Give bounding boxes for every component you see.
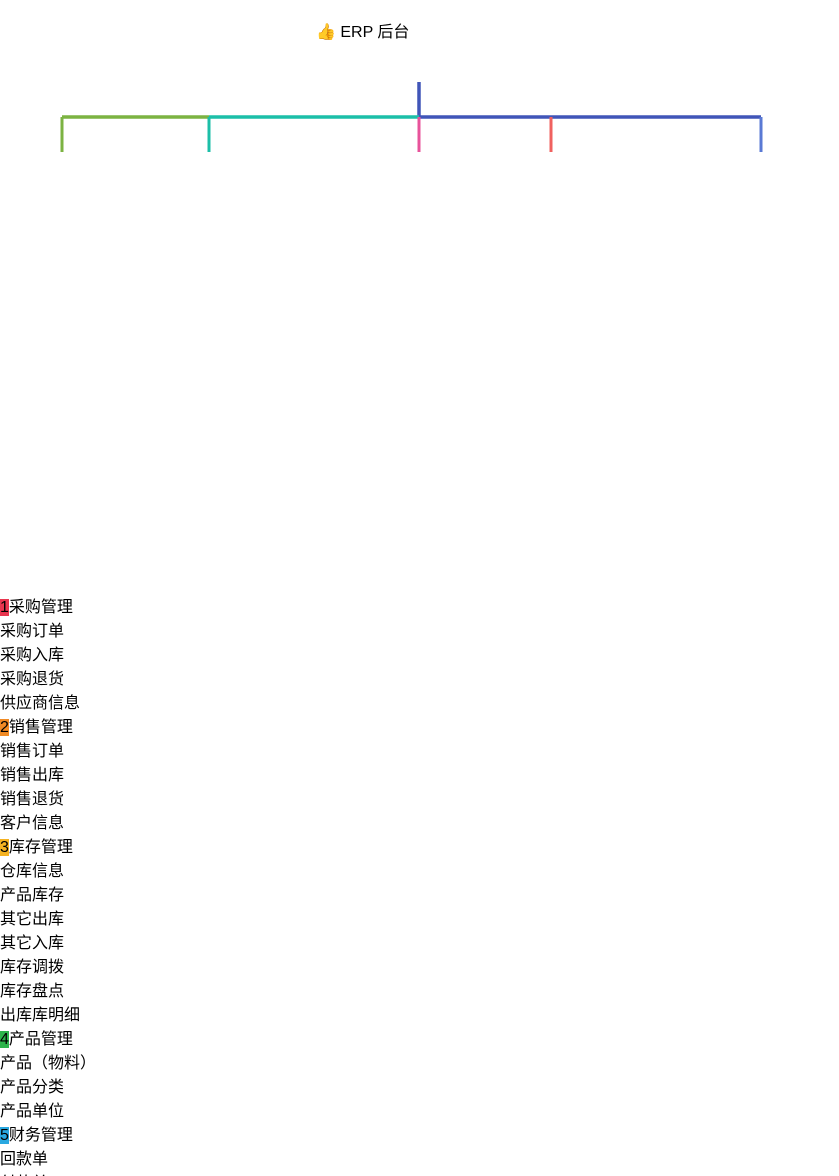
- branch-item-list: 仓库信息产品库存其它出库其它入库库存调拨库存盘点出库库明细: [0, 857, 839, 1025]
- branch-item-label: 销售退货: [0, 791, 65, 808]
- branch-item-label: 销售订单: [0, 743, 65, 760]
- branch-item-label: 产品（物料）: [0, 1055, 97, 1072]
- branch-item-label: 销售出库: [0, 767, 65, 784]
- branch-item[interactable]: 付款单: [0, 1169, 839, 1176]
- branch-item[interactable]: 产品单位: [0, 1097, 839, 1121]
- branch-header-5[interactable]: 5财务管理: [0, 1121, 839, 1145]
- thumbs-up-emoji: 👍: [316, 24, 336, 41]
- branch-item-label: 采购入库: [0, 647, 65, 664]
- branch-column-1: 1采购管理采购订单采购入库采购退货供应商信息: [0, 593, 839, 713]
- branch-column-2: 2销售管理销售订单销售出库销售退货客户信息: [0, 713, 839, 833]
- branch-number-badge: 4: [0, 1031, 9, 1048]
- branch-item-label: 客户信息: [0, 815, 65, 832]
- mindmap-canvas: 👍 ERP 后台 1采购管理采购订单采购入库采购退货供应商信息 2销售管理销售订单…: [0, 18, 763, 1176]
- branch-item-label: 出库库明细: [0, 1007, 81, 1024]
- branch-number-badge: 2: [0, 719, 9, 736]
- branch-item-list: 销售订单销售出库销售退货客户信息: [0, 737, 839, 833]
- connector-lines: [60, 82, 763, 152]
- branch-header-2[interactable]: 2销售管理: [0, 713, 839, 737]
- branch-item[interactable]: 产品分类: [0, 1073, 839, 1097]
- branch-title: 库存管理: [8, 839, 73, 856]
- branch-item[interactable]: 产品（物料）: [0, 1049, 839, 1073]
- branch-item[interactable]: 采购订单: [0, 617, 839, 641]
- branch-item-label: 产品单位: [0, 1103, 65, 1120]
- branch-item[interactable]: 销售出库: [0, 761, 839, 785]
- branch-item[interactable]: 回款单: [0, 1145, 839, 1169]
- branch-item-label: 回款单: [0, 1151, 49, 1168]
- branch-item-list: 回款单付款单结算账户: [0, 1145, 839, 1176]
- branch-item-label: 库存调拨: [0, 959, 65, 976]
- branch-item-label: 采购订单: [0, 623, 65, 640]
- branch-item[interactable]: 销售订单: [0, 737, 839, 761]
- branch-number-badge: 1: [0, 599, 9, 616]
- branch-item[interactable]: 销售退货: [0, 785, 839, 809]
- branch-item-label: 仓库信息: [0, 863, 65, 880]
- branch-item-label: 产品库存: [0, 887, 65, 904]
- branch-item[interactable]: 采购退货: [0, 665, 839, 689]
- branch-item-label: 库存盘点: [0, 983, 65, 1000]
- branch-item[interactable]: 库存盘点: [0, 977, 839, 1001]
- branch-item-label: 供应商信息: [0, 695, 81, 712]
- branch-item[interactable]: 库存调拨: [0, 953, 839, 977]
- branch-item[interactable]: 其它出库: [0, 905, 839, 929]
- branch-item[interactable]: 采购入库: [0, 641, 839, 665]
- branch-item[interactable]: 客户信息: [0, 809, 839, 833]
- branch-column-4: 4产品管理产品（物料） 产品分类产品单位: [0, 1025, 839, 1121]
- branch-item-label: 其它出库: [0, 911, 65, 928]
- branch-number-badge: 5: [0, 1127, 9, 1144]
- branch-item-label: 其它入库: [0, 935, 65, 952]
- branch-column-3: 3库存管理仓库信息产品库存其它出库其它入库库存调拨库存盘点出库库明细: [0, 833, 839, 1025]
- branch-item[interactable]: 出库库明细: [0, 1001, 839, 1025]
- root-title: ERP 后台: [340, 24, 410, 41]
- branch-item-label: 产品分类: [0, 1079, 65, 1096]
- branch-title: 销售管理: [8, 719, 73, 736]
- branch-header-1[interactable]: 1采购管理: [0, 593, 839, 617]
- branch-number-badge: 3: [0, 839, 9, 856]
- branch-item[interactable]: 供应商信息: [0, 689, 839, 713]
- branch-title: 采购管理: [8, 599, 73, 616]
- branch-item-list: 产品（物料） 产品分类产品单位: [0, 1049, 839, 1121]
- root-node[interactable]: 👍 ERP 后台: [316, 18, 522, 82]
- branch-item-label: 采购退货: [0, 671, 65, 688]
- branch-item-list: 采购订单采购入库采购退货供应商信息: [0, 617, 839, 713]
- branch-item[interactable]: 其它入库: [0, 929, 839, 953]
- branch-column-5: 5财务管理回款单付款单结算账户: [0, 1121, 839, 1176]
- branch-header-4[interactable]: 4产品管理: [0, 1025, 839, 1049]
- branch-item[interactable]: 产品库存: [0, 881, 839, 905]
- branch-header-3[interactable]: 3库存管理: [0, 833, 839, 857]
- branch-item[interactable]: 仓库信息: [0, 857, 839, 881]
- branch-title: 产品管理: [8, 1031, 73, 1048]
- branch-item-label: 付款单: [0, 1175, 48, 1176]
- branch-title: 财务管理: [8, 1127, 73, 1144]
